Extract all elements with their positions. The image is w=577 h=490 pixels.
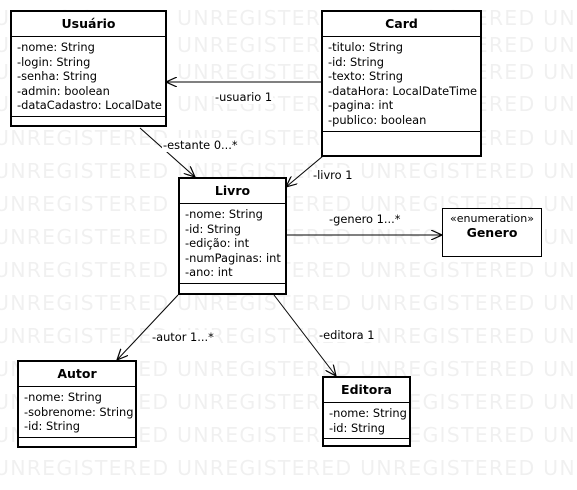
class-attributes: -nome: String -id: String (324, 403, 409, 440)
class-card[interactable]: Card -titulo: String -id: String -texto:… (321, 10, 482, 157)
association-label: -editora 1 (318, 328, 376, 342)
stereotype: «enumeration» (450, 212, 534, 225)
attribute: -id: String (329, 420, 385, 435)
attribute: -login: String (17, 54, 91, 69)
attribute: -id: String (185, 221, 241, 236)
class-name: Autor (19, 362, 135, 387)
association-label: -autor 1...* (151, 330, 215, 344)
association-label: -genero 1...* (328, 212, 402, 226)
class-editora[interactable]: Editora -nome: String -id: String (322, 376, 411, 447)
attribute: -publico: boolean (328, 112, 427, 127)
class-attributes: -nome: String -login: String -senha: Str… (12, 37, 165, 117)
class-name: Editora (324, 378, 409, 403)
class-operations (12, 117, 165, 126)
class-name: Genero (466, 225, 518, 240)
class-operations (324, 439, 409, 448)
attribute: -dataCadastro: LocalDate (17, 98, 162, 113)
class-operations (180, 284, 285, 293)
class-operations (323, 132, 480, 141)
enum-header: «enumeration» Genero (443, 209, 541, 240)
attribute: -id: String (24, 419, 80, 434)
attribute: -nome: String (329, 406, 407, 420)
attribute: -edição: int (185, 236, 250, 251)
association-livro-autor (117, 294, 179, 360)
attribute: -texto: String (328, 69, 404, 84)
association-livro-editora (273, 294, 336, 376)
attribute: -id: String (328, 54, 384, 69)
class-attributes: -titulo: String -id: String -texto: Stri… (323, 37, 480, 132)
class-operations (19, 438, 135, 447)
class-livro[interactable]: Livro -nome: String -id: String -edição:… (178, 177, 287, 295)
attribute: -sobrenome: String (24, 404, 134, 419)
class-autor[interactable]: Autor -nome: String -sobrenome: String -… (17, 360, 137, 448)
class-name: Card (323, 12, 480, 37)
attribute: -ano: int (185, 265, 233, 280)
class-name: Usuário (12, 12, 165, 37)
association-label: -livro 1 (312, 168, 354, 182)
attribute: -nome: String (24, 390, 102, 404)
association-label: -usuario 1 (214, 90, 274, 104)
attribute: -pagina: int (328, 98, 394, 113)
attribute: -senha: String (17, 69, 97, 84)
association-label: -estante 0...* (162, 138, 239, 152)
attribute: -nome: String (17, 40, 95, 54)
association-card-livro (286, 155, 324, 187)
class-usuario[interactable]: Usuário -nome: String -login: String -se… (10, 10, 167, 127)
class-attributes: -nome: String -id: String -edição: int -… (180, 204, 285, 284)
attribute: -titulo: String (328, 40, 404, 54)
association-usuario-livro (139, 127, 195, 177)
enum-genero[interactable]: «enumeration» Genero (442, 208, 542, 257)
class-name: Livro (180, 179, 285, 204)
attribute: -numPaginas: int (185, 250, 281, 265)
class-attributes: -nome: String -sobrenome: String -id: St… (19, 387, 135, 438)
attribute: -admin: boolean (17, 83, 110, 98)
attribute: -nome: String (185, 207, 263, 221)
attribute: -dataHora: LocalDateTime (328, 83, 478, 98)
